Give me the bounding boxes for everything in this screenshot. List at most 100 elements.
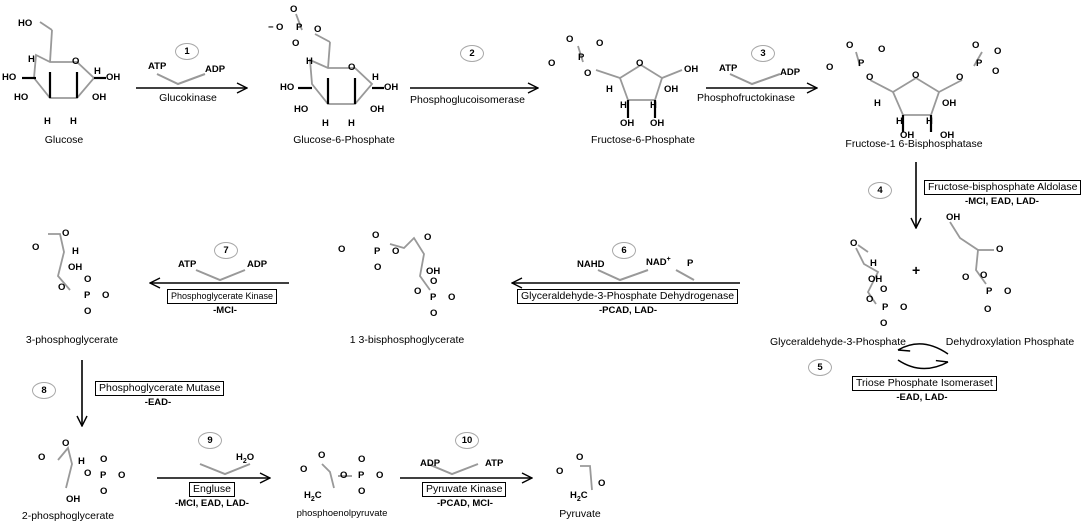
atom-label: O: [900, 302, 908, 313]
atom-label: O: [430, 308, 438, 319]
atom-label: H: [620, 100, 627, 111]
molecule-skeletons: [33, 13, 994, 491]
atom-label: OH: [664, 84, 679, 95]
atom-label: OH: [868, 274, 883, 285]
atom-label: O: [912, 70, 920, 81]
reaction-arrows: [82, 88, 916, 478]
cofactor-atp-step-3: ATP: [719, 63, 738, 74]
atom-label: O: [598, 478, 606, 489]
atom-label: −: [268, 22, 274, 33]
compound-name-1-3-bisphosphoglycerate: 1 3-bisphosphoglycerate: [349, 334, 465, 346]
enzyme-fructose-bisphosphate-aldolase: Fructose-bisphosphate Aldolase: [924, 180, 1082, 195]
atom-label: OH: [66, 494, 81, 505]
condition-step-4: -MCI, EAD, LAD-: [965, 196, 1039, 207]
enzyme-pyruvate-kinase: Pyruvate Kinase: [422, 482, 507, 497]
atom-label: H: [874, 98, 881, 109]
compound-name-fructose-6-phosphate: Fructose-6-Phosphate: [591, 134, 695, 146]
plus-sign: +: [912, 262, 921, 278]
enzyme-phosphofructokinase: Phosphofructokinase: [697, 92, 796, 104]
atom-label: OH: [940, 130, 955, 141]
atom-label: O: [290, 4, 298, 15]
condition-step-10: -PCAD, MCI-: [437, 498, 493, 509]
atom-label: O: [374, 262, 382, 273]
atom-label: O: [866, 72, 874, 83]
atom-label: OH: [684, 64, 699, 75]
atom-label: H: [78, 456, 85, 467]
atom-label: O: [576, 452, 584, 463]
atom-label: HO: [14, 92, 29, 103]
atom-label: H: [94, 66, 101, 77]
atom-label: HO: [2, 72, 17, 83]
cofactor-water-step-9: H2O: [236, 452, 255, 465]
condition-step-7: -MCI-: [213, 305, 237, 316]
atom-label: O: [102, 290, 110, 301]
atom-label: O: [430, 276, 438, 287]
atom-label: O: [596, 38, 604, 49]
condition-step-9: -MCI, EAD, LAD-: [175, 498, 249, 509]
atom-label: O: [118, 470, 126, 481]
compound-name-dihydroxyacetone-phosphate: Dehydroxylation Phosphate: [945, 336, 1075, 348]
cofactor-p-step-6: P: [687, 258, 694, 269]
atom-label: O: [318, 450, 326, 461]
atom-label: O: [100, 454, 108, 465]
atom-label: O: [62, 438, 70, 449]
atom-label: O: [980, 270, 988, 281]
atom-label: OH: [942, 98, 957, 109]
atom-label: O: [992, 66, 1000, 77]
atom-label: O: [880, 318, 888, 329]
atom-label: OH: [370, 104, 385, 115]
step-number-5: 5: [808, 359, 832, 376]
atom-label: O: [84, 274, 92, 285]
atom-label: OH: [946, 212, 961, 223]
atom-label: H: [322, 118, 329, 129]
atom-label: P: [858, 58, 865, 69]
enzyme-phosphoglycerate-kinase: Phosphoglycerate Kinase: [167, 289, 278, 304]
atom-label: H: [870, 258, 877, 269]
atom-label: O: [972, 40, 980, 51]
compound-name-glucose: Glucose: [44, 134, 84, 146]
atom-label: H: [348, 118, 355, 129]
atom-label: H: [70, 116, 77, 127]
cofactor-atp-step-1: ATP: [148, 61, 167, 72]
atom-label: O: [636, 58, 644, 69]
enzyme-phosphoglucoisomerase: Phosphoglucoisomerase: [410, 94, 525, 106]
atom-label: HO: [294, 104, 309, 115]
atom-label: O: [866, 294, 874, 305]
atom-label: O: [1004, 286, 1012, 297]
ch2-group: H2C: [304, 490, 322, 503]
atom-label: OH: [384, 82, 399, 93]
atom-label: O: [100, 486, 108, 497]
step-number-10: 10: [455, 432, 479, 449]
compound-name-2-phosphoglycerate: 2-phosphoglycerate: [21, 510, 115, 522]
atom-label: O: [84, 468, 92, 479]
atom-label: O: [84, 306, 92, 317]
stereo-bonds: [22, 72, 933, 132]
atom-label: O: [292, 38, 300, 49]
cofactor-adp-step-7: ADP: [247, 259, 268, 270]
atom-label: OH: [68, 262, 83, 273]
atom-label: O: [850, 238, 858, 249]
atom-label: O: [32, 242, 40, 253]
enzyme-triose-phosphate-isomerase: Triose Phosphate Isomeraset: [852, 376, 997, 391]
atom-label: O: [880, 284, 888, 295]
atom-label: OH: [900, 130, 915, 141]
enzyme-gapdh: Glyceraldehyde-3-Phosphate Dehydrogenase: [517, 289, 739, 304]
enzyme-phosphoglycerate-mutase: Phosphoglycerate Mutase: [95, 381, 225, 396]
atom-label: O: [994, 46, 1002, 57]
atom-label: HO: [18, 18, 33, 29]
atom-label: O: [338, 244, 346, 255]
cofactor-adp-step-1: ADP: [205, 64, 226, 75]
atom-label: O: [826, 62, 834, 73]
atom-label: O: [276, 22, 284, 33]
atom-label: O: [72, 56, 80, 67]
atom-label: P: [374, 246, 381, 257]
step-number-6: 6: [612, 242, 636, 259]
condition-step-5: -EAD, LAD-: [896, 392, 948, 403]
atom-label: H: [650, 100, 657, 111]
atom-label: P: [84, 290, 91, 301]
atom-label: O: [448, 292, 456, 303]
atom-label: H: [72, 246, 79, 257]
step-number-3: 3: [751, 45, 775, 62]
atom-label: O: [566, 34, 574, 45]
